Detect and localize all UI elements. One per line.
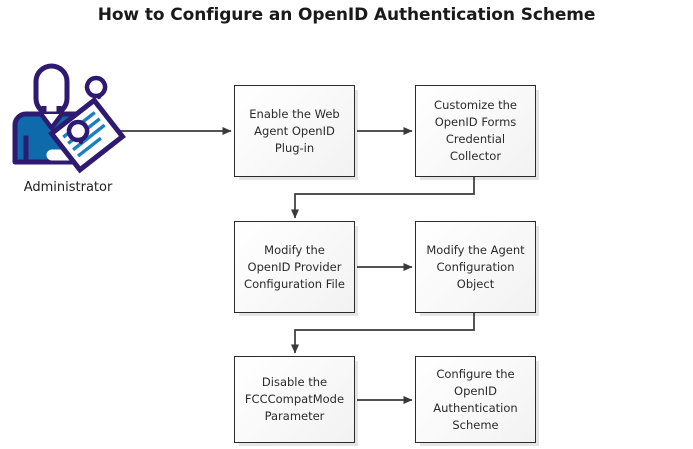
- administrator-clipboard-icon: [12, 63, 126, 174]
- process-box-step-4[interactable]: Modify the Agent Configuration Object: [415, 221, 536, 313]
- process-box-label: Customize the OpenID Forms Credential Co…: [434, 98, 517, 163]
- process-box-step-6[interactable]: Configure the OpenID Authentication Sche…: [415, 356, 536, 443]
- actor-label: Administrator: [23, 180, 113, 195]
- process-box-step-2[interactable]: Customize the OpenID Forms Credential Co…: [415, 85, 536, 177]
- actor-administrator[interactable]: Administrator: [8, 62, 128, 217]
- process-box-step-5[interactable]: Disable the FCCCompatMode Parameter: [234, 356, 355, 443]
- process-box-label: Configure the OpenID Authentication Sche…: [433, 366, 518, 432]
- process-box-label: Enable the Web Agent OpenID Plug-in: [249, 106, 340, 155]
- process-box-label: Disable the FCCCompatMode Parameter: [244, 375, 345, 423]
- page-title: How to Configure an OpenID Authenticatio…: [97, 5, 596, 25]
- connector-step-2-to-step-3: [291, 177, 475, 219]
- process-box-step-1[interactable]: Enable the Web Agent OpenID Plug-in: [234, 85, 355, 177]
- connector-step-4-to-step-5: [291, 313, 475, 354]
- process-box-label: Modify the OpenID Provider Configuration…: [244, 242, 345, 291]
- process-box-label: Modify the Agent Configuration Object: [426, 242, 525, 291]
- process-box-step-3[interactable]: Modify the OpenID Provider Configuration…: [234, 221, 355, 313]
